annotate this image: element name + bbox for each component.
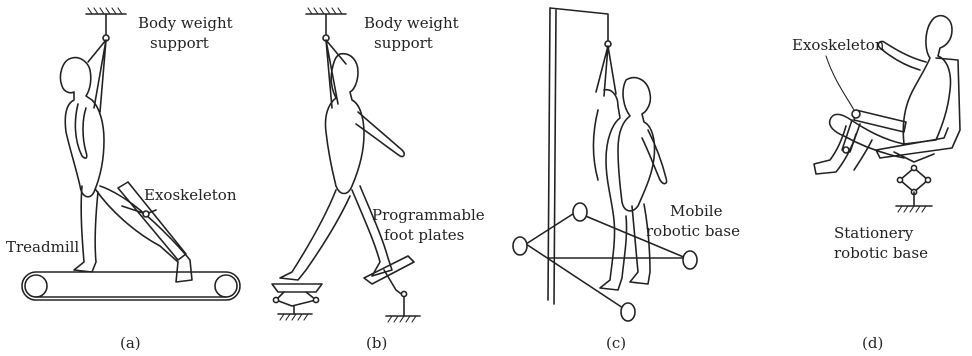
ceiling-mount-b <box>306 8 346 41</box>
foot-plate-right <box>364 256 420 322</box>
treadmill <box>22 272 240 300</box>
caption-d: (d) <box>862 334 883 352</box>
label-exoskeleton-a: Exoskeleton <box>144 186 237 204</box>
seat-d <box>876 58 960 162</box>
label-mobile: Mobile <box>670 202 723 220</box>
label-treadmill: Treadmill <box>6 238 79 256</box>
suspension-ropes-c <box>596 46 616 96</box>
label-stationery: Stationery <box>834 224 914 242</box>
label-robotic-base-c: robotic base <box>646 222 740 240</box>
mobile-base <box>513 203 697 321</box>
label-robotic-base-d: robotic base <box>834 244 928 262</box>
caption-b: (b) <box>366 334 387 352</box>
panel-a: Body weight support Exoskeleton Treadmil… <box>6 8 240 352</box>
label-exoskeleton-d: Exoskeleton <box>792 36 885 54</box>
support-frame-c <box>548 8 611 304</box>
label-body-weight-a: Body weight <box>138 14 233 32</box>
label-support-b: support <box>374 34 433 52</box>
label-body-weight-b: Body weight <box>364 14 459 32</box>
label-foot-plates: foot plates <box>384 226 464 244</box>
foot-plate-left <box>272 284 322 320</box>
pointer-line-d <box>826 56 854 110</box>
caption-a: (a) <box>120 334 141 352</box>
label-programmable: Programmable <box>372 206 485 224</box>
label-support-a: support <box>150 34 209 52</box>
panel-c: Mobile robotic base (c) <box>513 8 740 352</box>
caption-c: (c) <box>606 334 626 352</box>
stationary-base <box>896 165 932 212</box>
panel-b: Body weight support Programmable foot pl… <box>272 8 485 352</box>
person-figure-a <box>60 58 192 282</box>
person-figure-b <box>280 54 404 280</box>
ceiling-mount-a <box>86 8 126 41</box>
panel-d: Exoskeleton Stationery robotic base (d) <box>792 16 960 352</box>
